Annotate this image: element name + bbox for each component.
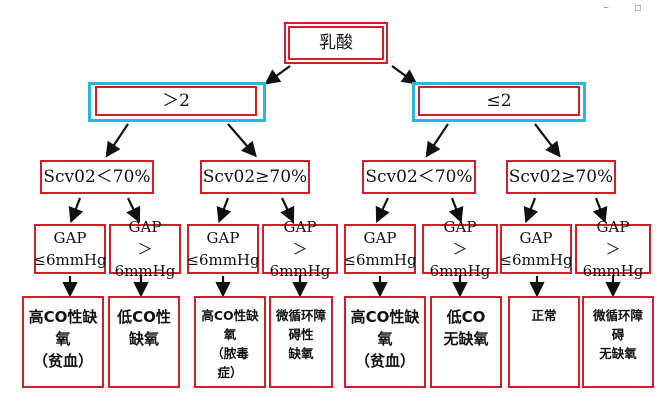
gap-node-1: GAP ≤6mmHg bbox=[33, 224, 107, 274]
arrow-b1-c2 bbox=[227, 123, 257, 158]
branch-frame-left bbox=[88, 82, 266, 122]
outcome-node-3: 高CO性缺 氧 （脓毒 症） bbox=[194, 296, 266, 388]
gap-threshold: ≤6mmHg bbox=[343, 251, 417, 269]
gap-threshold: ＞6mmHg bbox=[269, 240, 331, 280]
scv-node-4: Scv02≥70% bbox=[506, 160, 616, 194]
arrow-c2-g2 bbox=[280, 197, 295, 223]
branch-node-le2: ≤2 bbox=[418, 86, 580, 116]
branch-frame-right bbox=[412, 82, 586, 122]
root-node-lactate: 乳酸 bbox=[284, 22, 388, 64]
arrow-c1-g1 bbox=[68, 197, 84, 224]
scv-node-2: Scv02≥70% bbox=[200, 160, 310, 194]
gap-title: GAP bbox=[519, 229, 553, 247]
outcome-node-7: 正常 bbox=[508, 296, 580, 388]
arrow-b2-c2 bbox=[534, 123, 561, 158]
branch-label: ≤2 bbox=[486, 91, 512, 111]
arrow-b2-c1 bbox=[425, 123, 449, 158]
gap-node-7: GAP ≤6mmHg bbox=[499, 224, 573, 274]
gap-node-6: GAP ＞6mmHg bbox=[422, 218, 498, 280]
scv-label: Scv02≥70% bbox=[202, 167, 308, 187]
maximize-icon[interactable]: ▫ bbox=[634, 0, 643, 14]
branch-node-gt2: ＞2 bbox=[95, 86, 257, 116]
gap-title: GAP bbox=[283, 218, 317, 236]
gap-node-4: GAP ＞6mmHg bbox=[262, 218, 338, 280]
scv-node-1: Scv02＜70% bbox=[40, 160, 154, 194]
gap-node-5: GAP ≤6mmHg bbox=[343, 224, 417, 274]
scv-label: Scv02≥70% bbox=[508, 167, 614, 187]
gap-node-2: GAP ＞6mmHg bbox=[109, 218, 181, 280]
outcome-node-5: 高CO性缺 氧 （贫血） bbox=[344, 296, 426, 388]
outcome-label: 微循环障 碍 无缺氧 bbox=[592, 308, 643, 361]
arrow-root-right bbox=[391, 65, 418, 85]
gap-node-3: GAP ≤6mmHg bbox=[186, 224, 260, 274]
outcome-label: 低CO性 缺氧 bbox=[117, 308, 171, 348]
outcome-node-2: 低CO性 缺氧 bbox=[108, 296, 180, 388]
outcome-label: 低CO 无缺氧 bbox=[443, 308, 489, 348]
gap-title: GAP bbox=[128, 218, 162, 236]
branch-label: ＞2 bbox=[162, 91, 190, 111]
gap-title: GAP bbox=[206, 229, 240, 247]
gap-threshold: ≤6mmHg bbox=[499, 251, 573, 269]
outcome-node-1: 高CO性缺 氧 （贫血） bbox=[22, 296, 104, 388]
gap-title: GAP bbox=[363, 229, 397, 247]
arrow-c4-g1 bbox=[523, 197, 539, 224]
scv-node-3: Scv02＜70% bbox=[362, 160, 476, 194]
arrow-c3-g2 bbox=[448, 197, 464, 224]
arrow-c4-g2 bbox=[592, 197, 608, 224]
gap-threshold: ≤6mmHg bbox=[33, 251, 107, 269]
arrow-root-left bbox=[264, 65, 291, 85]
gap-node-8: GAP ＞6mmHg bbox=[575, 218, 651, 280]
arrow-c2-g1 bbox=[216, 197, 232, 224]
scv-label: Scv02＜70% bbox=[365, 167, 473, 187]
root-label: 乳酸 bbox=[319, 33, 353, 53]
gap-threshold: ≤6mmHg bbox=[186, 251, 260, 269]
gap-title: GAP bbox=[443, 218, 477, 236]
scv-label: Scv02＜70% bbox=[43, 167, 151, 187]
gap-title: GAP bbox=[53, 229, 87, 247]
outcome-label: 正常 bbox=[531, 308, 557, 323]
gap-threshold: ＞6mmHg bbox=[582, 240, 644, 280]
arrow-c1-g2 bbox=[126, 197, 141, 223]
arrow-b1-c1 bbox=[105, 123, 129, 158]
gap-threshold: ＞6mmHg bbox=[429, 240, 491, 280]
outcome-label: 高CO性缺 氧 （贫血） bbox=[350, 308, 420, 370]
outcome-label: 高CO性缺 氧 （脓毒 症） bbox=[201, 308, 259, 380]
outcome-label: 微循环障 碍性 缺氧 bbox=[275, 308, 326, 361]
arrow-c3-g1 bbox=[375, 197, 390, 223]
outcome-node-8: 微循环障 碍 无缺氧 bbox=[582, 296, 654, 388]
gap-title: GAP bbox=[596, 218, 630, 236]
outcome-label: 高CO性缺 氧 （贫血） bbox=[28, 308, 98, 370]
outcome-node-6: 低CO 无缺氧 bbox=[430, 296, 502, 388]
outcome-node-4: 微循环障 碍性 缺氧 bbox=[269, 296, 333, 388]
minimize-icon[interactable]: – bbox=[603, 0, 609, 14]
gap-threshold: ＞6mmHg bbox=[114, 240, 176, 280]
